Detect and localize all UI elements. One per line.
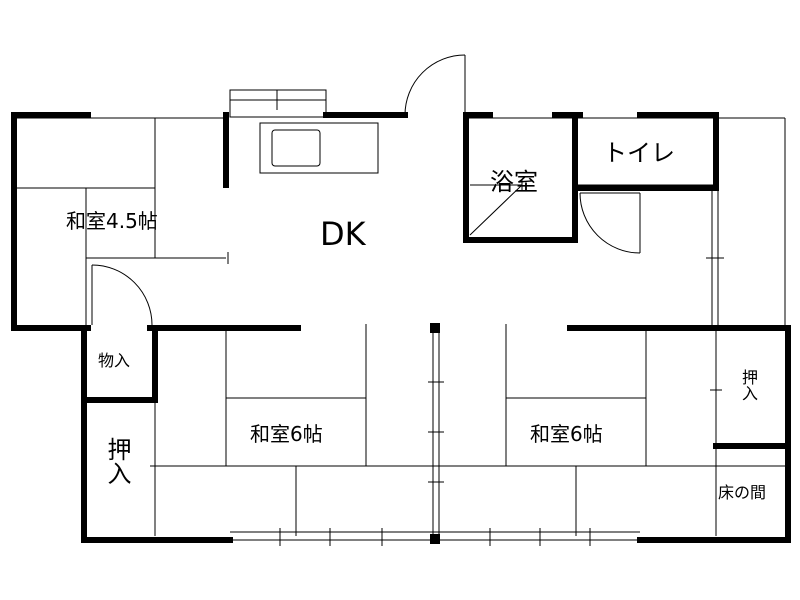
room-label-washitsu-6-left: 和室6帖 xyxy=(250,422,323,446)
room-label-washitsu-4-5: 和室4.5帖 xyxy=(66,209,158,233)
thin-lines xyxy=(14,54,786,546)
room-label-toilet: トイレ xyxy=(603,139,675,167)
room-label-closet-right: 押入 xyxy=(739,369,758,401)
walls xyxy=(11,112,791,543)
room-label-dk: DK xyxy=(320,215,366,253)
room-label-closet-left: 押入 xyxy=(103,437,131,485)
room-label-washitsu-6-right: 和室6帖 xyxy=(530,422,603,446)
room-label-bathroom: 浴室 xyxy=(490,168,538,196)
posts xyxy=(430,323,440,544)
room-label-storage: 物入 xyxy=(98,351,131,370)
room-label-tokonoma: 床の間 xyxy=(718,483,767,502)
